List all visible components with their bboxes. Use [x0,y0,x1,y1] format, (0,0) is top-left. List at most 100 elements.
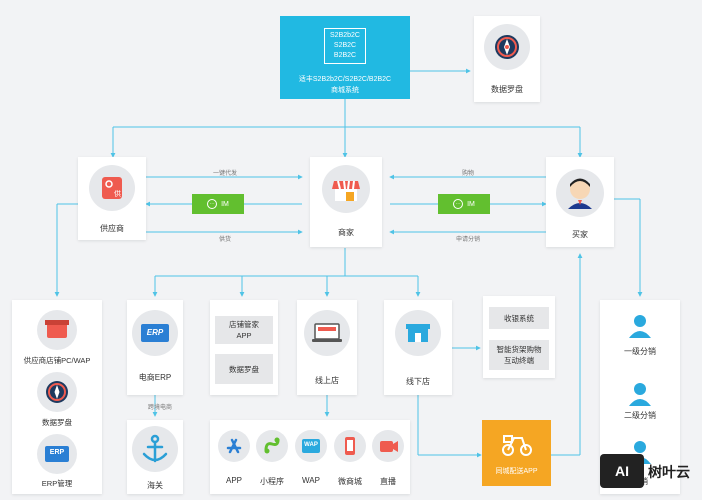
mini-program-icon-bg [256,430,288,462]
person-icon [568,178,592,209]
wap-icon [302,439,320,453]
offline-store-card: 线下店 [384,300,452,395]
ecommerce-erp-label: 电商ERP [138,373,172,382]
flow-label-apply-distribution: 申请分销 [455,237,480,243]
shop-icon [332,180,360,201]
data-compass-label: 数据罗盘 [491,85,523,94]
store-icon-bg [37,310,77,350]
laptop-icon [312,323,342,342]
online-store-card: 线上店 [297,300,357,395]
supplier-icon [102,177,122,199]
watermark-text: 树叶云 [648,464,690,480]
supplier-icon-bg: 供 [89,165,135,211]
chat-icon: ··· [453,199,464,209]
flow-label-dropship: 一键代发 [212,171,237,177]
im-label-left: IM [221,200,229,208]
pos-panel: 收银系统 智能货架购物互动终端 [483,296,555,378]
compass-icon [46,381,68,403]
micro-mall-icon-bg [334,430,366,462]
distribution-level-1-label: 一级分销 [624,347,656,356]
erp-icon-bg: ERP [37,434,77,474]
supplier-compass-label: 数据罗盘 [42,418,72,427]
app-store-icon-bg [218,430,250,462]
online-store-label: 线上店 [315,376,339,385]
store-data-compass[interactable]: 数据罗盘 [215,354,273,384]
store-manager-label: 店铺管家APP [229,320,259,340]
anchor-icon-bg [132,426,178,472]
channel-micro-mall-label: 微商城 [338,477,362,486]
im-label-right: IM [467,200,475,208]
flow-label-cross-border: 跨境电商 [148,405,173,411]
store-icon-bg [395,310,441,356]
live-icon-bg [372,430,404,462]
badge-line-1: S2B2b2C [330,32,360,39]
supplier-store-icon [45,320,69,338]
distribution-level-2-label: 二级分销 [624,411,656,420]
supplier-card: 供 供应商 [78,157,146,240]
erp-icon-bg: ERP [132,310,178,356]
im-badge-left: ··· IM [192,194,244,214]
smart-shelf-terminal[interactable]: 智能货架购物互动终端 [489,340,549,370]
ecommerce-erp-card: ERP 电商ERP [127,300,183,395]
compass-icon-bg [484,24,530,70]
live-camera-icon [380,441,398,452]
anchor-icon [142,434,168,463]
channels-panel: APP 小程序 WAP WAP 微商城 直播 [210,420,410,494]
compass-icon-bg [37,372,77,412]
badge-line-2: S2B2C [333,42,357,49]
chat-icon: ··· [207,199,218,209]
cashier-system-label: 收银系统 [504,313,534,323]
app-store-icon [226,438,242,454]
merchant-icon-bg [322,165,370,213]
person-icon [629,315,651,338]
cashier-system[interactable]: 收银系统 [489,307,549,329]
system-badge: S2B2b2C S2B2C B2B2C [324,28,366,64]
erp-icon-text: ERP [146,328,164,337]
watermark-badge: AI [600,454,644,488]
phone-icon [345,437,355,455]
merchant-label: 商家 [338,228,354,237]
supplier-icon-char: 供 [114,191,121,198]
watermark: AI 树叶云 [600,452,702,492]
store-tools-panel: 店铺管家APP 数据罗盘 [210,300,278,395]
laptop-icon-bg [304,310,350,356]
erp-icon [45,446,69,462]
channel-wap-label: WAP [302,476,320,485]
delivery-card: 同城配送APP [482,420,551,486]
wap-icon-bg: WAP [295,430,327,462]
supplier-panel: 供应商店铺PC/WAP 数据罗盘 ERP ERP管理 [12,300,102,494]
erp-icon [141,324,169,342]
wap-icon-text: WAP [304,442,318,448]
merchant-card: 商家 [310,157,382,247]
smart-shelf-label: 智能货架购物互动终端 [496,345,542,365]
flow-label-supply: 供货 [218,237,231,243]
data-compass-card: 数据罗盘 [474,16,540,102]
system-subtitle: 商城系统 [331,87,359,94]
channel-live-label: 直播 [380,477,396,486]
delivery-label: 同城配送APP [495,468,538,475]
scooter-icon [502,435,532,456]
supplier-store-label: 供应商店铺PC/WAP [23,356,91,365]
store-compass-label: 数据罗盘 [229,364,259,374]
store-manager-app[interactable]: 店铺管家APP [215,316,273,344]
erp-icon-text: ERP [49,449,65,456]
system-box: S2B2b2C S2B2C B2B2C 适丰S2B2b2C/S2B2C/B2B2… [280,16,410,99]
badge-line-3: B2B2C [333,52,357,59]
compass-icon [495,35,519,59]
channel-app-label: APP [225,476,242,485]
customs-card: 海关 [127,420,183,494]
person-icon [629,383,651,406]
mini-program-icon [264,437,280,454]
flow-label-purchase: 购物 [461,171,474,177]
storefront-icon [406,324,430,342]
buyer-icon-bg [556,169,604,217]
channel-mini-program-label: 小程序 [260,477,284,486]
im-badge-right: ··· IM [438,194,490,214]
customs-label: 海关 [147,481,163,490]
buyer-label: 买家 [572,230,588,239]
buyer-card: 买家 [546,157,614,247]
supplier-label: 供应商 [100,224,124,233]
watermark-badge-text: AI [615,463,629,479]
system-title: 适丰S2B2b2C/S2B2C/B2B2C [298,76,392,83]
